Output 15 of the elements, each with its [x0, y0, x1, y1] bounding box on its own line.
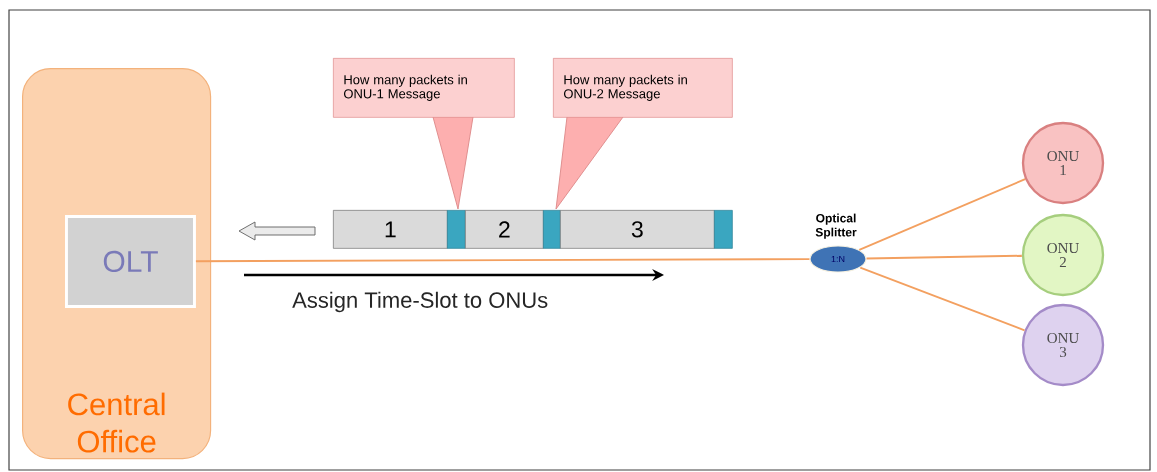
- frame-segment: 2: [465, 210, 544, 249]
- fiber-line: [865, 254, 1023, 260]
- callout-box: How many packets in ONU-2 Message: [553, 58, 733, 210]
- frame-segment: 3: [560, 210, 715, 249]
- fiber-line: [858, 178, 1027, 251]
- callout-box: How many packets in ONU-1 Message: [333, 58, 515, 210]
- frame-segment: 1: [333, 210, 448, 249]
- fiber-line: [195, 258, 811, 263]
- olt-box: OLT: [65, 215, 196, 308]
- fiber-line: [859, 266, 1026, 332]
- slot-marker: [714, 210, 733, 249]
- arrow-caption: Assign Time-Slot to ONUs: [292, 291, 548, 313]
- slot-marker: [543, 210, 561, 249]
- splitter-label: Optical Splitter: [815, 213, 857, 239]
- slot-marker: [447, 210, 466, 249]
